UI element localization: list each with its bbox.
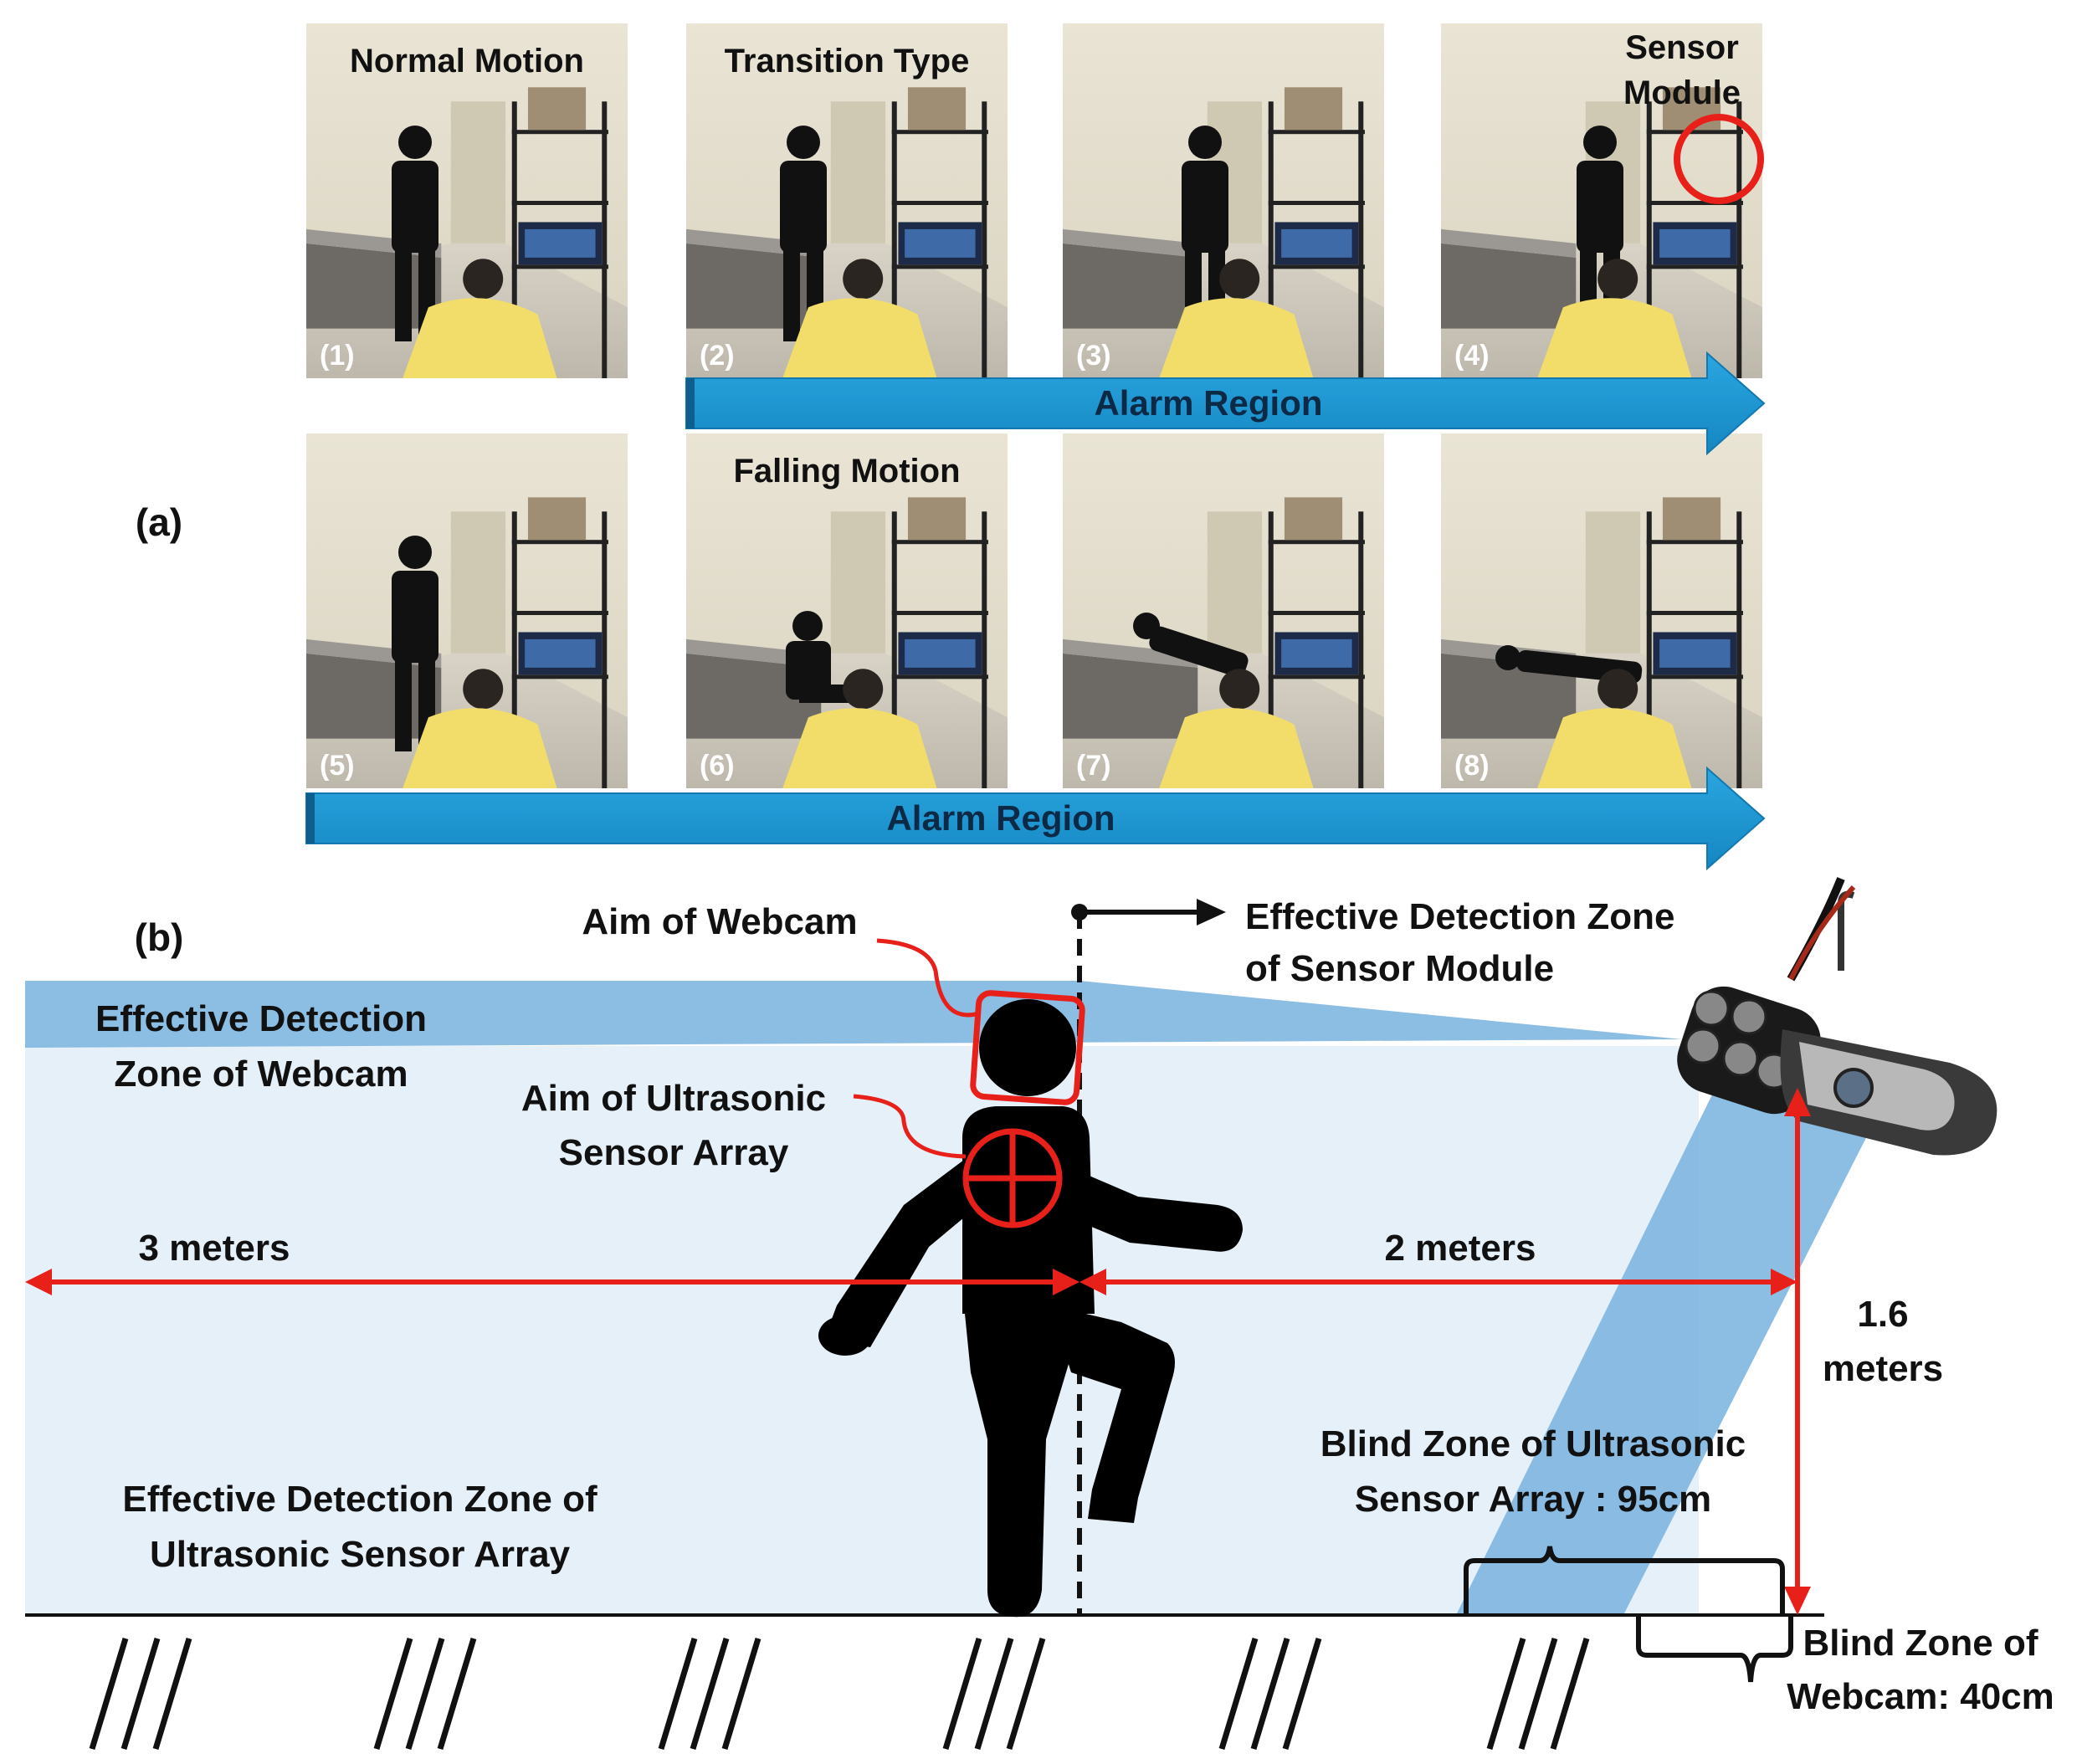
distance-arrow-right: [1079, 1269, 1797, 1295]
eff-zone-ultrasonic-label-2: Ultrasonic Sensor Array: [150, 1534, 571, 1575]
frame-number: (3): [1076, 340, 1111, 372]
eff-zone-sensor-module-label-1: Effective Detection Zone: [1245, 896, 1674, 937]
photo-frame: (7): [1063, 433, 1384, 788]
frame-number: (7): [1076, 750, 1111, 782]
distance-arrow-left: [25, 1269, 1079, 1295]
webcam-aim-box: [970, 990, 1085, 1105]
ground-hatches: [89, 1637, 1590, 1751]
boundary-arrow-head: [1197, 899, 1226, 926]
height-label-2: meters: [1823, 1348, 1943, 1389]
webcam-detection-zone: [25, 981, 1682, 1048]
frame-number: (2): [700, 340, 735, 372]
frame-title: Normal Motion: [350, 43, 584, 79]
sensor-module-label-2: Module: [1623, 74, 1741, 111]
blind-zone-webcam-brace: [1636, 1615, 1793, 1683]
blind-zone-beam: [1456, 1088, 1874, 1615]
blind-zone-webcam-label-1: Blind Zone of: [1803, 1623, 2038, 1664]
alarm-region-bottom-label: Alarm Region: [886, 798, 1115, 838]
blind-zone-webcam-label-2: Webcam: 40cm: [1787, 1676, 2054, 1717]
eff-zone-webcam-label-1: Effective Detection: [95, 998, 427, 1039]
photo-frame: Normal Motion (1): [306, 23, 628, 378]
webcam-sensor-device: [1677, 877, 1997, 1156]
eff-zone-sensor-module-label-2: of Sensor Module: [1245, 948, 1554, 989]
blind-zone-ultrasonic-label-1: Blind Zone of Ultrasonic: [1320, 1423, 1746, 1464]
blind-zone-ultrasonic-brace: [1464, 1546, 1785, 1617]
sensor-module-circle: [1674, 114, 1764, 204]
part-a-label: (a): [136, 500, 182, 544]
frame-number: (1): [320, 340, 355, 372]
photo-frame: (8): [1441, 433, 1762, 788]
distance-left-label: 3 meters: [138, 1228, 290, 1269]
webcam-aim-leader: [876, 938, 977, 1018]
ultrasonic-aim-crosshair: [962, 1128, 1063, 1228]
photo-frames: Normal Motion (1) Transition Type (2) (3) (4)…: [306, 23, 1762, 788]
part-b-label: (b): [135, 915, 184, 959]
alarm-region-top-label: Alarm Region: [1094, 383, 1322, 423]
eff-zone-ultrasonic-label-1: Effective Detection Zone of: [122, 1479, 597, 1520]
aim-of-ultrasonic-label-1: Aim of Ultrasonic: [521, 1078, 826, 1119]
sensor-module-label-1: Sensor: [1625, 29, 1739, 66]
photo-frame: Falling Motion (6): [686, 433, 1008, 788]
frame-title: Falling Motion: [733, 453, 960, 490]
person-silhouette: [818, 999, 1243, 1618]
frame-number: (8): [1454, 750, 1490, 782]
height-arrow: [1784, 1088, 1811, 1615]
photo-frame: (3): [1063, 23, 1384, 378]
frame-number: (5): [320, 750, 355, 782]
alarm-region-arrow-top: Alarm Region: [685, 351, 1766, 456]
height-label-1: 1.6: [1857, 1294, 1908, 1335]
frame-title: Transition Type: [725, 43, 970, 79]
aim-of-ultrasonic-label-2: Sensor Array: [559, 1132, 789, 1173]
aim-of-webcam-label: Aim of Webcam: [582, 901, 857, 942]
blind-zone-ultrasonic-label-2: Sensor Array : 95cm: [1355, 1479, 1711, 1520]
frame-number: (6): [700, 750, 735, 782]
ultrasonic-aim-leader: [853, 1094, 967, 1159]
photo-frame: Transition Type (2): [686, 23, 1008, 378]
alarm-region-arrow-bottom: Alarm Region: [305, 766, 1766, 871]
frame-number: (4): [1454, 340, 1490, 372]
eff-zone-webcam-label-2: Zone of Webcam: [114, 1054, 408, 1095]
distance-right-label: 2 meters: [1384, 1228, 1536, 1269]
photo-frame: (5): [306, 433, 628, 788]
